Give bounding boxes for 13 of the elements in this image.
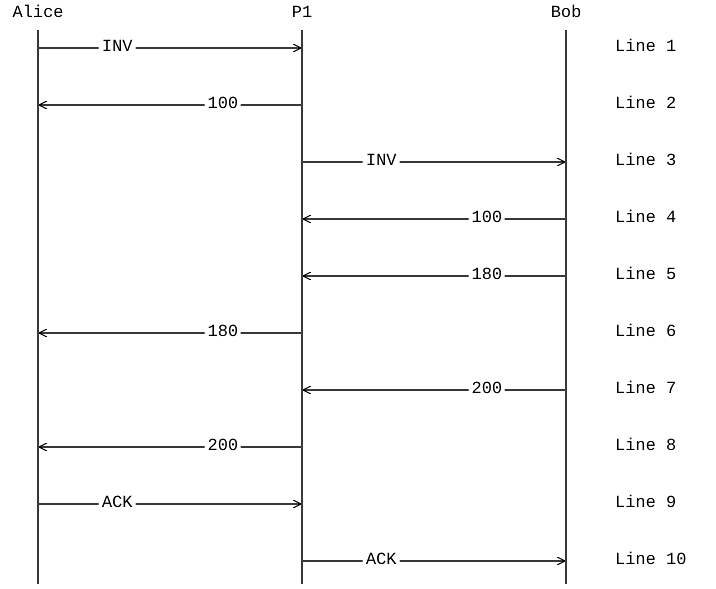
line-number-label: Line 4 [615,209,676,229]
line-number-label: Line 6 [615,323,676,343]
participant-name: Bob [550,4,582,24]
line-number-label: Line 10 [615,551,686,571]
line-number-label: Line 5 [615,266,676,286]
participant-name: P1 [292,4,312,24]
line-number-label: Line 3 [615,152,676,172]
line-number-label: Line 8 [615,437,676,457]
line-number-label: Line 7 [615,380,676,400]
line-number-label: Line 1 [615,38,676,58]
line-number-label: Line 2 [615,95,676,115]
line-number-label: Line 9 [615,494,676,514]
participant-name: Alice [12,4,64,24]
